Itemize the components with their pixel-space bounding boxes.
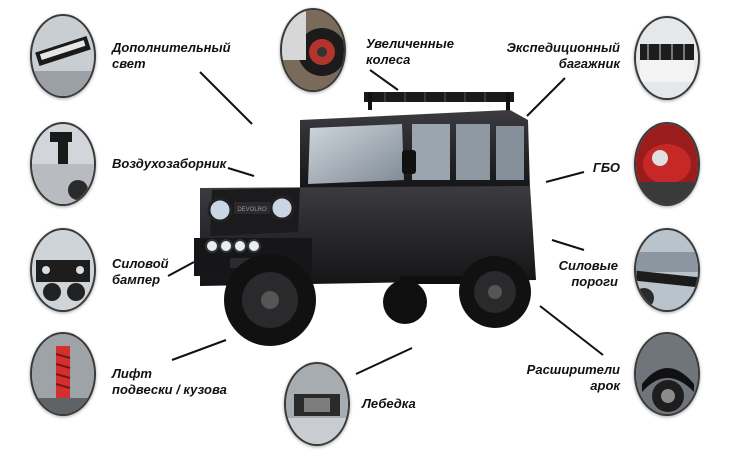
line-flares <box>539 305 604 356</box>
line-extra-light <box>199 71 253 125</box>
label-bumper: Силовой бампер <box>112 256 169 287</box>
label-extra-light: Дополнительный свет <box>112 40 231 71</box>
roof-rack-shape <box>364 92 514 114</box>
lift-photo <box>30 332 96 416</box>
extra-light-photo <box>30 14 96 98</box>
winch-photo <box>284 362 350 446</box>
line-roof-rack <box>526 77 566 117</box>
label-bigger-wheels: Увеличенные колеса <box>366 36 454 67</box>
line-bumper <box>167 261 195 277</box>
suv-vehicle-image: DEVOLRO <box>190 80 550 350</box>
fender-flares-photo <box>634 332 700 416</box>
line-wheels <box>369 69 399 91</box>
line-gbo <box>545 171 585 183</box>
wheel-rear <box>459 256 531 328</box>
line-lift <box>171 339 227 361</box>
label-fender-flares: Расширители арок <box>526 362 620 393</box>
grille-badge: DEVOLRO <box>237 207 267 213</box>
wheel-front <box>224 254 316 346</box>
gas-equipment-photo <box>634 122 700 206</box>
label-lift: Лифт подвески / кузова <box>112 366 227 397</box>
bumper-photo <box>30 228 96 312</box>
label-roof-rack: Экспедиционный багажник <box>506 40 621 71</box>
line-winch <box>355 347 413 375</box>
label-winch: Лебедка <box>362 396 416 411</box>
wheels-photo <box>280 8 346 92</box>
line-snorkel <box>227 167 255 177</box>
label-snorkel: Воздухозаборник <box>112 156 227 171</box>
side-steps-photo <box>634 228 700 312</box>
label-gas-equipment: ГБО <box>592 160 620 175</box>
snorkel-photo <box>30 122 96 206</box>
line-steps <box>551 239 585 251</box>
label-side-steps: Силовые пороги <box>558 258 618 289</box>
roof-rack-photo <box>634 16 700 100</box>
